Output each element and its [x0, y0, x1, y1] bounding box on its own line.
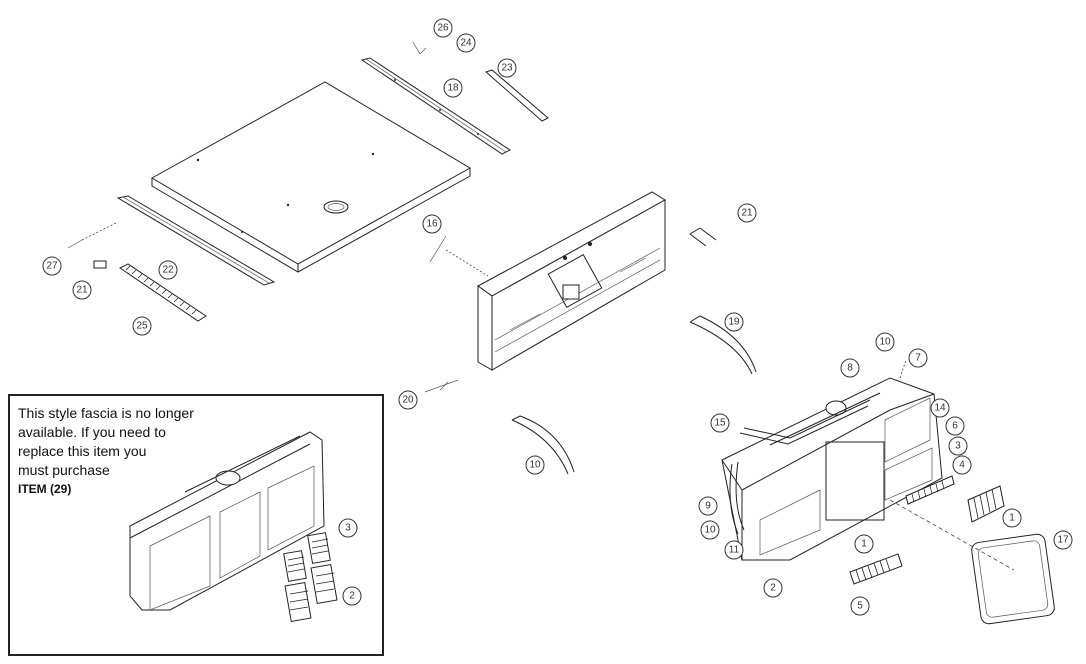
left-fasteners — [67, 221, 119, 269]
old-grille-set-3 — [283, 532, 331, 582]
old-fascia-drawing: 3 2 — [129, 431, 362, 623]
floor-panel — [150, 81, 472, 273]
svg-text:10: 10 — [529, 460, 541, 471]
callout-2-right: 2 — [763, 578, 783, 598]
notice-item-ref: ITEM (29) — [18, 482, 72, 496]
callout-10-mid: 10 — [525, 455, 545, 475]
old-fascia-body — [129, 431, 325, 611]
callout-4: 4 — [952, 455, 972, 475]
svg-text:5: 5 — [857, 601, 863, 612]
notice-line-3: replace this item you — [18, 443, 147, 459]
notice-line-2: available. If you need to — [18, 424, 166, 440]
callout-9: 9 — [698, 496, 718, 516]
callout-23: 23 — [497, 58, 517, 78]
callout-8: 8 — [840, 358, 860, 378]
callout-18: 18 — [443, 78, 463, 98]
callout-27: 27 — [42, 256, 62, 276]
fascia-top-trim — [739, 399, 871, 445]
bulkhead-side-strip — [689, 227, 717, 247]
callouts: 26 24 23 18 27 21 22 25 16 21 19 10 20 8… — [42, 18, 1073, 616]
top-small-strip — [485, 69, 549, 122]
svg-text:27: 27 — [46, 261, 58, 272]
brush-strip — [119, 263, 207, 322]
callout-5: 5 — [850, 596, 870, 616]
svg-text:26: 26 — [437, 23, 449, 34]
svg-text:21: 21 — [741, 208, 753, 219]
svg-text:8: 8 — [847, 363, 853, 374]
svg-text:16: 16 — [426, 219, 438, 230]
svg-text:9: 9 — [705, 501, 711, 512]
callout-16: 16 — [422, 214, 442, 234]
callout-19: 19 — [724, 312, 744, 332]
bulkhead-screw — [429, 235, 489, 277]
svg-text:21: 21 — [76, 285, 88, 296]
callout-21-right: 21 — [737, 203, 757, 223]
svg-text:19: 19 — [728, 317, 740, 328]
svg-text:10: 10 — [704, 525, 716, 536]
rear-bulkhead — [477, 191, 666, 371]
callout-24: 24 — [456, 33, 476, 53]
callout-25: 25 — [132, 316, 152, 336]
callout-10-left: 10 — [700, 520, 720, 540]
callout-10-top: 10 — [875, 332, 895, 352]
callout-26: 26 — [433, 18, 453, 38]
svg-text:2: 2 — [770, 583, 776, 594]
callout-2-inset: 2 — [342, 586, 362, 606]
notice-text: This style fascia is no longer available… — [18, 404, 238, 499]
svg-text:24: 24 — [460, 38, 472, 49]
callout-17: 17 — [1053, 530, 1073, 550]
inset-callouts: 3 2 — [338, 518, 362, 606]
callout-1-bottom: 1 — [854, 534, 874, 554]
svg-text:10: 10 — [879, 337, 891, 348]
svg-text:2: 2 — [349, 591, 355, 602]
svg-text:3: 3 — [955, 441, 961, 452]
notice-line-1: This style fascia is no longer — [18, 405, 194, 421]
callout-14: 14 — [930, 398, 950, 418]
callout-15: 15 — [710, 413, 730, 433]
bulkhead-lower-screw — [424, 379, 459, 393]
svg-text:15: 15 — [714, 418, 726, 429]
callout-7: 7 — [908, 348, 928, 368]
vent-grille-right — [967, 485, 1005, 523]
svg-text:18: 18 — [447, 83, 459, 94]
callout-11: 11 — [724, 540, 744, 560]
callout-22: 22 — [158, 260, 178, 280]
notice-line-4: must purchase — [18, 462, 110, 478]
callout-20: 20 — [398, 390, 418, 410]
svg-text:14: 14 — [934, 403, 946, 414]
svg-text:3: 3 — [345, 523, 351, 534]
callout-3-right: 3 — [948, 436, 968, 456]
fascia-assembly — [721, 377, 943, 561]
discontinued-notice-box: This style fascia is no longer available… — [8, 394, 384, 656]
vent-grille-bottom — [849, 553, 903, 585]
callout-21-left: 21 — [72, 280, 92, 300]
svg-text:25: 25 — [136, 321, 148, 332]
svg-text:20: 20 — [402, 395, 414, 406]
curved-trim-19 — [689, 315, 757, 375]
curved-trim-10 — [511, 415, 575, 475]
svg-text:17: 17 — [1057, 535, 1069, 546]
svg-text:4: 4 — [959, 460, 965, 471]
top-screw — [412, 41, 427, 55]
svg-text:1: 1 — [861, 539, 867, 550]
svg-text:7: 7 — [915, 353, 921, 364]
windscreen-frame — [971, 533, 1055, 625]
callout-3-inset: 3 — [338, 518, 358, 538]
top-rear-rail — [360, 57, 512, 155]
callout-6: 6 — [945, 416, 965, 436]
svg-text:1: 1 — [1009, 513, 1015, 524]
svg-text:23: 23 — [501, 63, 513, 74]
callout-1-right: 1 — [1002, 508, 1022, 528]
svg-text:11: 11 — [729, 545, 740, 556]
svg-text:6: 6 — [952, 421, 958, 432]
fascia-small-vent — [905, 475, 955, 505]
fascia-left-trim — [729, 461, 745, 535]
front-channel-strip — [116, 195, 276, 286]
svg-text:22: 22 — [162, 265, 174, 276]
old-grille-set-2 — [284, 563, 338, 623]
